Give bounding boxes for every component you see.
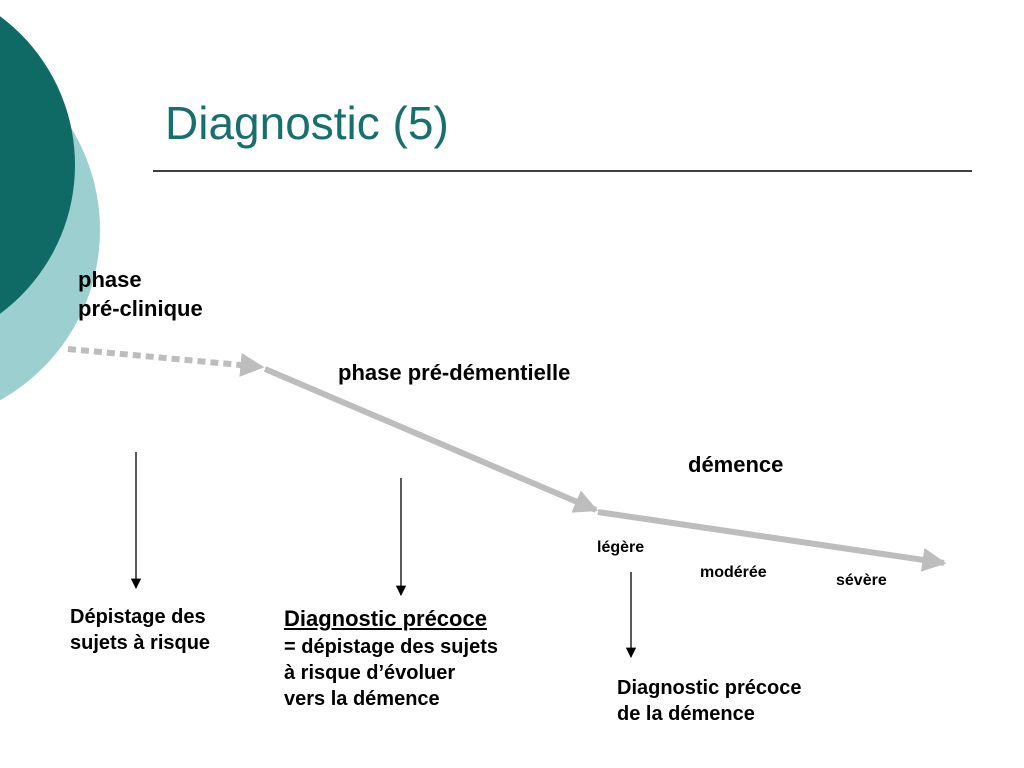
arrow-demence (597, 509, 947, 572)
label-depistage: Dépistage des sujets à risque (70, 604, 210, 656)
label-diagnostic-precoce-line2: à risque d’évoluer (284, 661, 456, 684)
label-phase-preclinique-line2: pré-clinique (78, 295, 203, 321)
label-diagnostic-precoce-line3: vers la démence (284, 687, 440, 710)
label-diagnostic-precoce-line1: = dépistage des sujets (284, 635, 498, 658)
label-stage-severe: sévère (836, 572, 887, 589)
label-diagnostic-precoce-heading: Diagnostic précoce (284, 606, 487, 631)
label-phase-preclinique: phase pré-clinique (78, 266, 203, 323)
decorative-circle-dark (0, 16, 75, 314)
arrow-preclinique (67, 346, 265, 377)
arrow-predementielle (263, 366, 599, 513)
label-stage-legere: légère (597, 539, 645, 556)
label-stage-moderee: modérée (700, 564, 767, 581)
label-diagnostic-demence-line1: Diagnostic précoce (617, 677, 802, 699)
label-diagnostic-precoce: Diagnostic précoce = dépistage des sujet… (284, 605, 498, 712)
label-diagnostic-demence-line2: de la démence (617, 703, 755, 725)
label-phase-preclinique-line1: phase (78, 267, 142, 292)
label-demence: démence (688, 452, 784, 477)
label-depistage-line1: Dépistage des (70, 606, 206, 628)
label-diagnostic-demence: Diagnostic précoce de la démence (617, 675, 802, 727)
page-title: Diagnostic (5) (165, 97, 449, 149)
label-phase-predementielle: phase pré-démentielle (338, 360, 571, 385)
label-depistage-line2: sujets à risque (70, 632, 211, 654)
